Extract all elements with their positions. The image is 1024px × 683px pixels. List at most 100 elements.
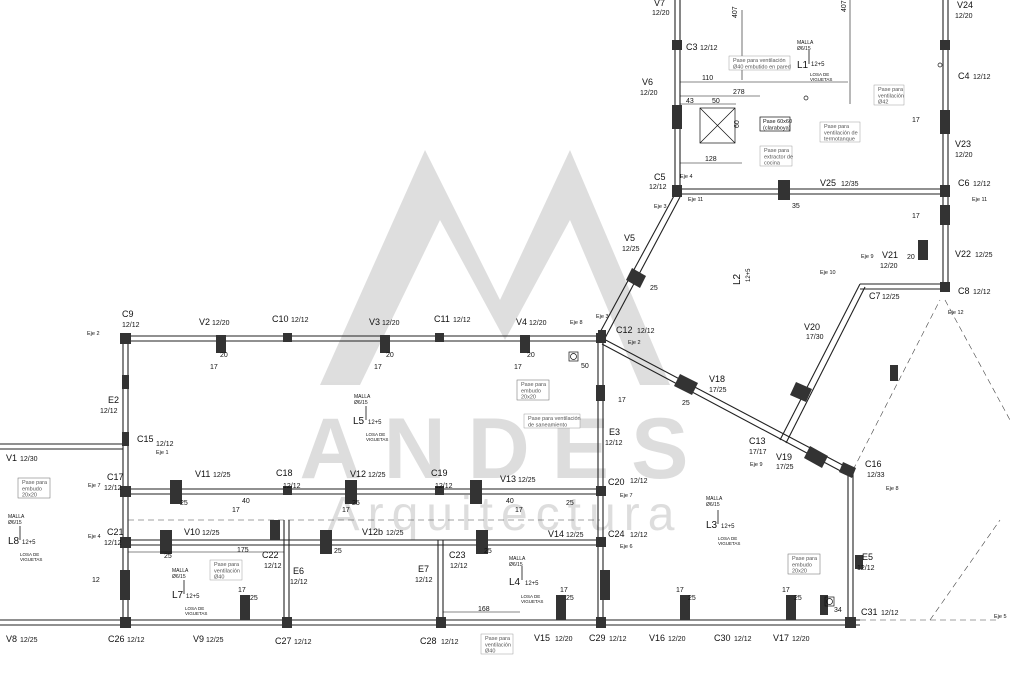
dimension-lines — [128, 0, 851, 613]
axis-label: Eje 8 — [886, 486, 899, 492]
beam-size: 12/20 — [955, 13, 973, 20]
beam-label: V8 — [6, 634, 17, 644]
dimension: 17 — [560, 587, 568, 594]
wall-size: 12/12 — [857, 565, 875, 572]
column-label: C29 — [589, 633, 606, 643]
column-size: 12/12 — [441, 639, 459, 646]
dimension: 20 — [527, 352, 535, 359]
dimension: 17 — [515, 507, 523, 514]
svg-text:L8: L8 — [8, 536, 20, 547]
dimension: 17 — [618, 397, 626, 404]
beam-size: 12/30 — [20, 456, 38, 463]
beam-label: V24 — [957, 0, 973, 10]
column-size: 12/25 — [882, 294, 900, 301]
wall-size: 12/12 — [605, 440, 623, 447]
column-size: 12/12 — [453, 317, 471, 324]
dimension: 25 — [794, 595, 802, 602]
beam-label: V12b — [362, 527, 383, 537]
column-label: C4 — [958, 71, 970, 81]
column-size: 12/12 — [881, 610, 899, 617]
column-label: C18 — [276, 468, 293, 478]
axis-label: Eje 9 — [750, 462, 763, 468]
column-label: C8 — [958, 286, 970, 296]
slab-l2: L2 12+5 — [732, 268, 752, 285]
column-label: C27 — [275, 636, 292, 646]
svg-text:12+5: 12+5 — [811, 62, 825, 68]
svg-text:12+5: 12+5 — [721, 524, 735, 530]
beam-size: 12/20 — [382, 320, 400, 327]
wall-label: E7 — [418, 564, 429, 574]
beam-label: V13 — [500, 474, 516, 484]
axis-label: Eje 5 — [994, 614, 1007, 620]
dimension: 17 — [912, 117, 920, 124]
axis-label: Eje 3 — [596, 314, 609, 320]
beam-label: V2 — [199, 317, 210, 327]
beam-size: 12/20 — [212, 320, 230, 327]
column-size: 12/12 — [630, 478, 648, 485]
svg-text:L5: L5 — [353, 416, 365, 427]
dimension: 12 — [92, 577, 100, 584]
svg-text:L4: L4 — [509, 577, 521, 588]
dimension: 17 — [232, 507, 240, 514]
dimension: 40 — [242, 498, 250, 505]
beam-label: V17 — [773, 633, 789, 643]
svg-text:12+5: 12+5 — [186, 594, 200, 600]
dimension: 407 — [841, 0, 848, 12]
column-size: 12/12 — [700, 45, 718, 52]
column-label: C21 — [107, 527, 124, 537]
column-labels: C3 12/12 C4 12/12 C5 12/12 C6 12/12 C7 1… — [104, 42, 991, 646]
beam-size: 12/25 — [975, 252, 993, 259]
axis-label: Eje 3 — [654, 204, 667, 210]
dimension: 25 — [352, 500, 360, 507]
beam-label: V15 — [534, 633, 550, 643]
column-label: C22 — [262, 550, 279, 560]
beam-label: V23 — [955, 139, 971, 149]
beam-label: V1 — [6, 453, 17, 463]
beam-size: 12/25 — [213, 472, 231, 479]
svg-text:12+5: 12+5 — [22, 540, 36, 546]
column-size: 12/12 — [264, 563, 282, 570]
column-label: C9 — [122, 309, 134, 319]
dimension: 43 — [686, 98, 694, 105]
dimension: 25 — [180, 500, 188, 507]
column-size: 12/12 — [104, 540, 122, 547]
svg-text:L2: L2 — [732, 273, 743, 285]
dimension: 25 — [250, 595, 258, 602]
dimension: 60 — [734, 120, 741, 128]
beam-size: 12/20 — [792, 636, 810, 643]
dimension: 168 — [478, 606, 490, 613]
column-label: C5 — [654, 172, 666, 182]
column-label: C31 — [861, 607, 878, 617]
beam-size: 12/35 — [841, 181, 859, 188]
dimension: 175 — [237, 547, 249, 554]
beam-size: 12/25 — [518, 477, 536, 484]
beam-size: 12/25 — [368, 472, 386, 479]
column-size: 12/12 — [450, 563, 468, 570]
column-size: 12/12 — [973, 181, 991, 188]
axis-label: Eje 7 — [88, 483, 101, 489]
svg-text:L3: L3 — [706, 520, 718, 531]
axis-label: Eje 8 — [570, 320, 583, 326]
svg-text:L7: L7 — [172, 590, 184, 601]
column-blocks — [120, 40, 950, 628]
column-label: C6 — [958, 178, 970, 188]
beam-label: V22 — [955, 249, 971, 259]
